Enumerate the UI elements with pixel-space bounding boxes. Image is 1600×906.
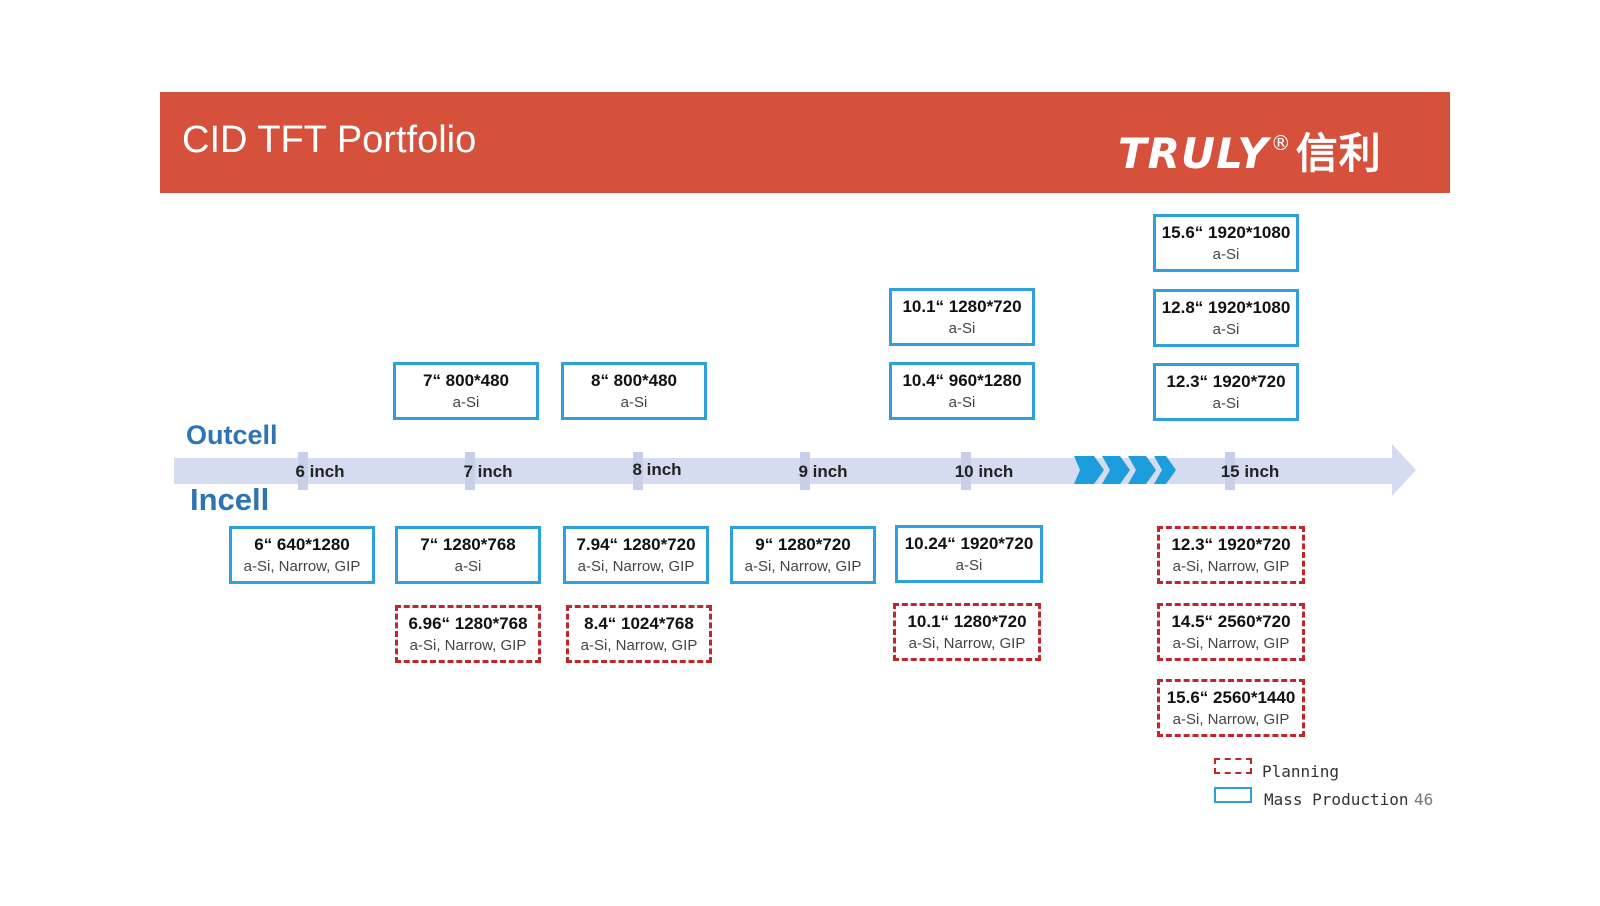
product-title: 8.4“ 1024*768 <box>584 614 694 633</box>
outcell-product-box: 8“ 800*480 a-Si <box>561 362 707 420</box>
incell-product-box: 7“ 1280*768 a-Si <box>395 526 541 584</box>
product-spec: a-Si, Narrow, GIP <box>580 637 698 654</box>
incell-planning-box: 6.96“ 1280*768 a-Si, Narrow, GIP <box>395 605 541 663</box>
outcell-label: Outcell <box>186 420 278 450</box>
tick-mark-10 <box>961 452 971 490</box>
product-spec: a-Si <box>1212 395 1240 412</box>
product-spec: a-Si <box>452 394 480 411</box>
product-spec: a-Si <box>620 394 648 411</box>
product-title: 8“ 800*480 <box>590 371 678 390</box>
outcell-product-box: 12.3“ 1920*720 a-Si <box>1153 363 1299 421</box>
incell-planning-box: 14.5“ 2560*720 a-Si, Narrow, GIP <box>1157 603 1305 661</box>
product-title: 10.1“ 1280*720 <box>907 612 1027 631</box>
product-title: 6“ 640*1280 <box>254 535 350 554</box>
outcell-product-box: 10.1“ 1280*720 a-Si <box>889 288 1035 346</box>
product-title: 12.8“ 1920*1080 <box>1161 298 1291 317</box>
registered-mark: ® <box>1270 131 1292 155</box>
outcell-product-box: 12.8“ 1920*1080 a-Si <box>1153 289 1299 347</box>
incell-label: Incell <box>190 482 270 517</box>
tick-mark-6 <box>298 452 308 490</box>
product-title: 9“ 1280*720 <box>755 535 851 554</box>
tick-mark-7 <box>465 452 475 490</box>
tick-label-10: 10 inch <box>954 462 1014 481</box>
product-title: 7“ 1280*768 <box>420 535 516 554</box>
product-spec: a-Si, Narrow, GIP <box>908 635 1026 652</box>
product-title: 7“ 800*480 <box>422 371 510 390</box>
product-spec: a-Si <box>955 557 983 574</box>
incell-product-box: 9“ 1280*720 a-Si, Narrow, GIP <box>730 526 876 584</box>
logo-chinese: 信利 <box>1295 129 1382 178</box>
product-title: 7.94“ 1280*720 <box>576 535 696 554</box>
tick-label-7: 7 inch <box>463 462 513 481</box>
product-spec: a-Si <box>948 320 976 337</box>
product-title: 14.5“ 2560*720 <box>1171 612 1291 631</box>
product-spec: a-Si <box>948 394 976 411</box>
outcell-product-box: 7“ 800*480 a-Si <box>393 362 539 420</box>
tick-mark-15 <box>1225 452 1235 490</box>
product-title: 15.6“ 2560*1440 <box>1166 688 1296 707</box>
chevron-arrows-icon <box>1074 456 1176 484</box>
tick-label-8: 8 inch <box>632 460 682 479</box>
product-title: 10.4“ 960*1280 <box>902 371 1022 390</box>
incell-planning-box: 8.4“ 1024*768 a-Si, Narrow, GIP <box>566 605 712 663</box>
tick-label-6: 6 inch <box>295 462 345 481</box>
product-title: 12.3“ 1920*720 <box>1171 535 1291 554</box>
product-title: 15.6“ 1920*1080 <box>1161 223 1291 242</box>
product-title: 6.96“ 1280*768 <box>408 614 528 633</box>
slide-title: CID TFT Portfolio <box>182 119 477 161</box>
product-spec: a-Si <box>454 558 482 575</box>
chevron-4 <box>1154 456 1176 484</box>
incell-product-box: 7.94“ 1280*720 a-Si, Narrow, GIP <box>563 526 709 584</box>
product-spec: a-Si, Narrow, GIP <box>1172 635 1290 652</box>
chevron-2 <box>1102 456 1130 484</box>
product-spec: a-Si <box>1212 246 1240 263</box>
incell-planning-box: 12.3“ 1920*720 a-Si, Narrow, GIP <box>1157 526 1305 584</box>
product-spec: a-Si, Narrow, GIP <box>409 637 527 654</box>
tick-label-15: 15 inch <box>1220 462 1280 481</box>
product-spec: a-Si, Narrow, GIP <box>744 558 862 575</box>
legend-planning-swatch <box>1214 758 1252 774</box>
incell-product-box: 10.24“ 1920*720 a-Si <box>895 525 1043 583</box>
product-spec: a-Si, Narrow, GIP <box>1172 711 1290 728</box>
logo-text: TRULY <box>1118 129 1269 178</box>
product-spec: a-Si <box>1212 321 1240 338</box>
incell-planning-box: 15.6“ 2560*1440 a-Si, Narrow, GIP <box>1157 679 1305 737</box>
incell-product-box: 6“ 640*1280 a-Si, Narrow, GIP <box>229 526 375 584</box>
truly-logo: TRULY®信利 <box>1118 120 1382 181</box>
product-spec: a-Si, Narrow, GIP <box>243 558 361 575</box>
tick-label-9: 9 inch <box>798 462 848 481</box>
tick-mark-8 <box>633 452 643 490</box>
chevron-1 <box>1074 456 1104 484</box>
product-title: 10.24“ 1920*720 <box>904 534 1034 553</box>
chevron-3 <box>1128 456 1156 484</box>
product-spec: a-Si, Narrow, GIP <box>1172 558 1290 575</box>
product-title: 12.3“ 1920*720 <box>1166 372 1286 391</box>
outcell-product-box: 10.4“ 960*1280 a-Si <box>889 362 1035 420</box>
product-title: 10.1“ 1280*720 <box>902 297 1022 316</box>
outcell-product-box: 15.6“ 1920*1080 a-Si <box>1153 214 1299 272</box>
tick-mark-9 <box>800 452 810 490</box>
header-bar: CID TFT Portfolio TRULY®信利 <box>160 92 1450 193</box>
legend-planning-label: Planning <box>1262 762 1340 781</box>
legend-mass-swatch <box>1214 787 1252 803</box>
incell-planning-box: 10.1“ 1280*720 a-Si, Narrow, GIP <box>893 603 1041 661</box>
legend-mass-label: Mass Production <box>1264 790 1409 809</box>
product-spec: a-Si, Narrow, GIP <box>577 558 695 575</box>
page-number: 46 <box>1414 790 1434 809</box>
